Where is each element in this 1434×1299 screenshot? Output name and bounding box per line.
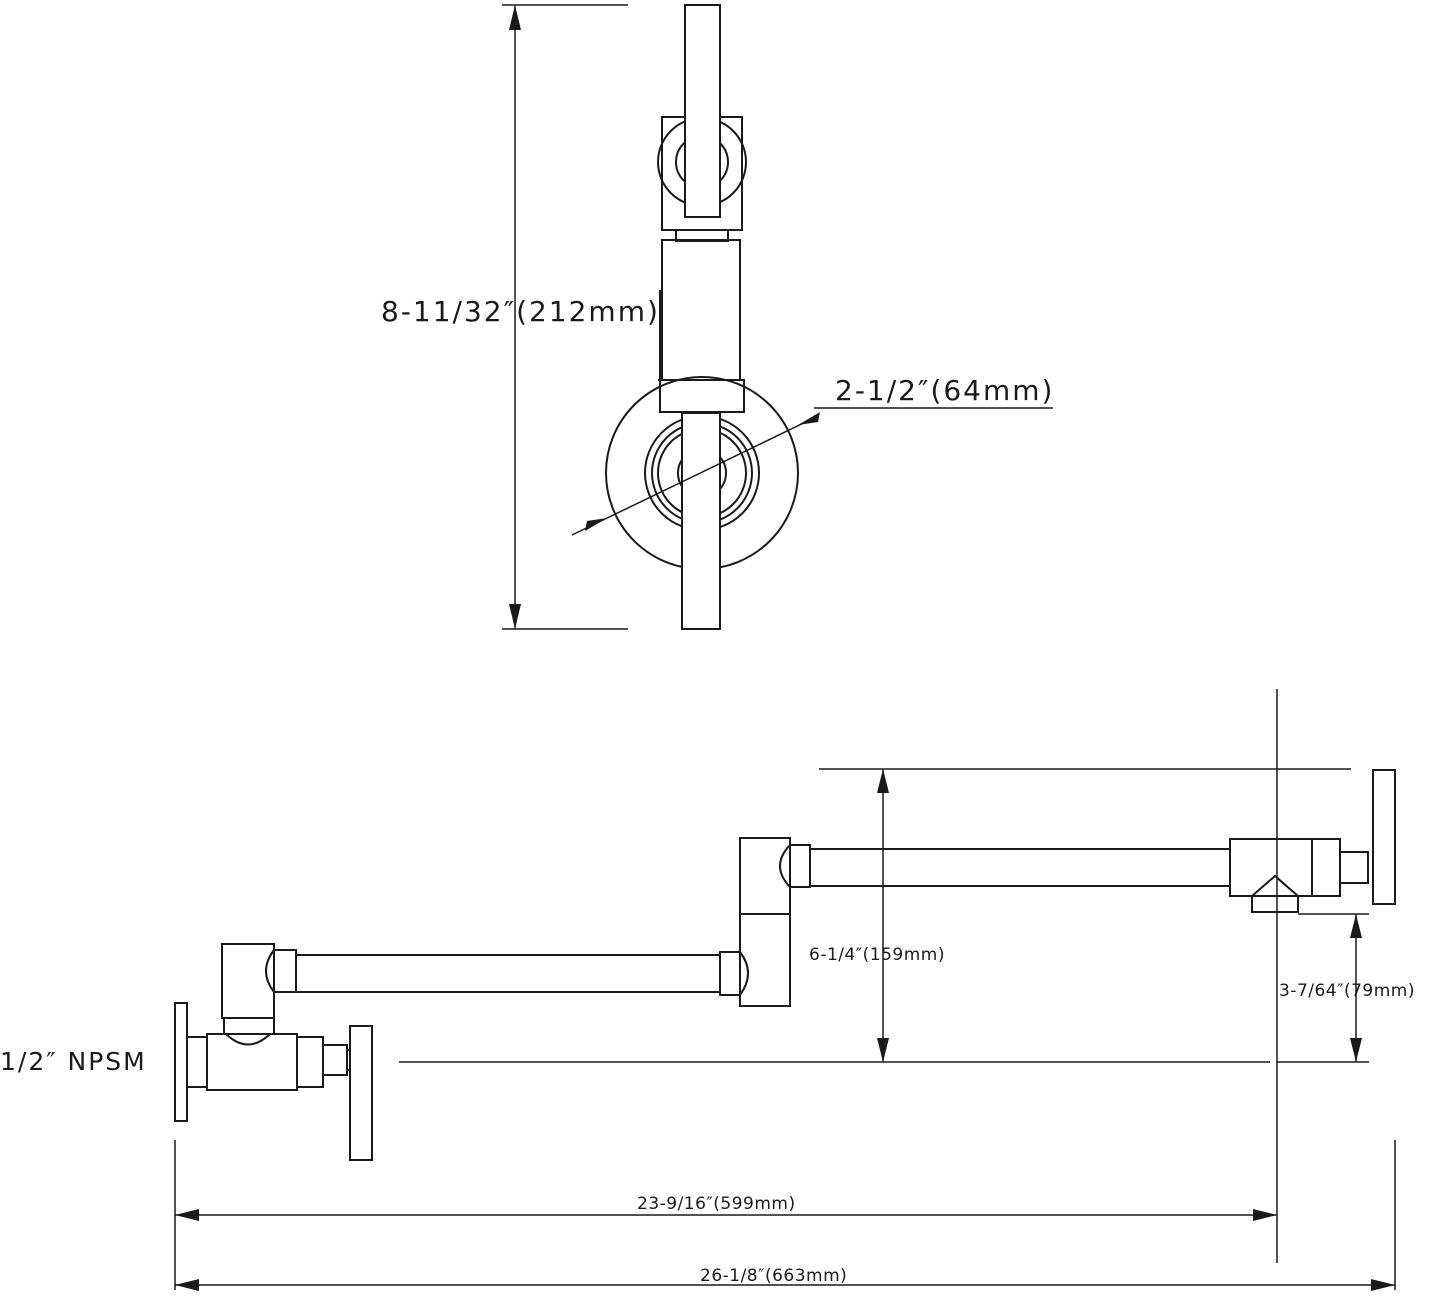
top-view-faucet [605, 4, 799, 630]
label-base-diameter: 2-1/2″(64mm) [835, 374, 1054, 407]
label-reach: 23-9/16″(599mm) [637, 1194, 796, 1214]
dimension-base-diameter [571, 407, 1053, 536]
dimension-reach [174, 1140, 1277, 1290]
label-top-height: 8-11/32″(212mm) [381, 295, 660, 328]
dimension-overall-length [175, 1140, 1396, 1291]
label-connection: 1/2″ NPSM [0, 1047, 147, 1076]
dimension-top-height [502, 4, 628, 630]
reference-lines [399, 689, 1369, 1263]
label-arm-height: 6-1/4″(159mm) [809, 945, 945, 965]
dimension-spout-drop [1350, 914, 1362, 1062]
label-spout-drop: 3-7/64″(79mm) [1279, 981, 1415, 1001]
side-view-faucet [174, 769, 1396, 1161]
label-overall-length: 26-1/8″(663mm) [700, 1266, 847, 1286]
dimension-arm-height [877, 769, 889, 1062]
